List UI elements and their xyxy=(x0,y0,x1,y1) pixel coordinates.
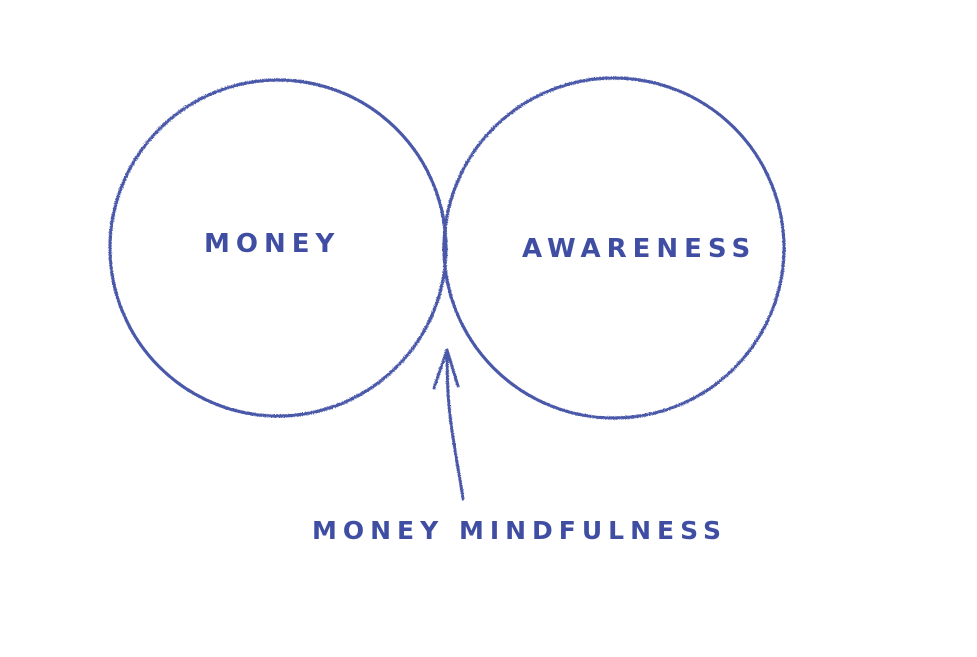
set-label-awareness: AWARENESS xyxy=(522,234,757,264)
left-circle xyxy=(108,78,448,418)
set-label-money: MONEY xyxy=(204,229,341,259)
right-circle xyxy=(442,76,786,420)
intersection-label: MONEY MINDFULNESS xyxy=(312,516,727,545)
pointer-arrow xyxy=(432,348,465,501)
arrow-head xyxy=(432,348,460,390)
arrow-shaft xyxy=(445,348,465,501)
